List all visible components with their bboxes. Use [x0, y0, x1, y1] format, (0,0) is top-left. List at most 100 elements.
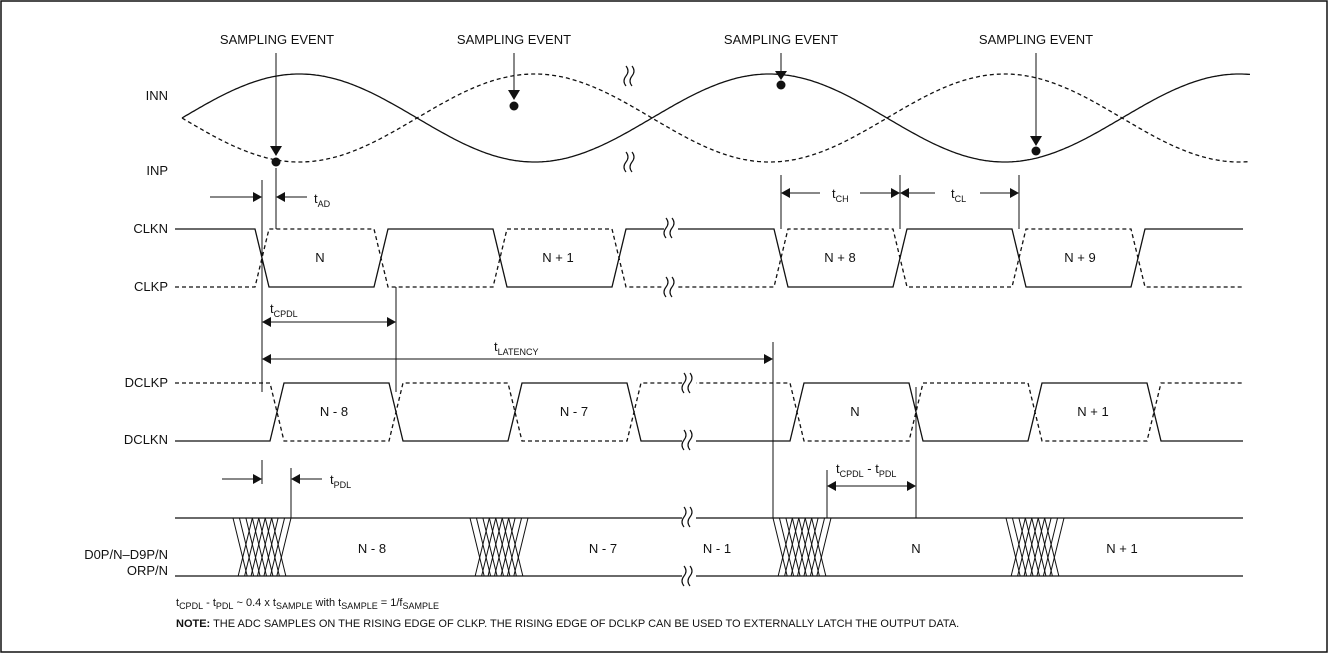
hatch-line [257, 517, 273, 577]
timing-formula-footnote: tCPDL - tPDL ~ 0.4 x tSAMPLE with tSAMPL… [176, 597, 439, 611]
hatch-line [481, 517, 497, 577]
dclk-cell: N [850, 404, 859, 419]
data-bus-waveform [175, 517, 1243, 577]
inn-break-mark [623, 65, 635, 87]
data-cell: N - 8 [358, 541, 386, 556]
hatch-line [1017, 517, 1033, 577]
hatch-line [232, 517, 248, 577]
sampling-dot [271, 157, 281, 167]
dclk-waveforms [175, 382, 1243, 442]
hatch-line [1042, 517, 1059, 577]
hatch-line [271, 517, 287, 577]
hatch-line [791, 517, 807, 577]
hatch-line [251, 517, 267, 577]
inn-label: INN [146, 88, 168, 103]
hatch-line [1010, 517, 1026, 577]
hatch-line [797, 517, 813, 577]
footnote-part: t [176, 597, 179, 609]
data-bus-label-line1: D0P/N–D9P/N [84, 547, 168, 562]
hatch-line [500, 517, 516, 577]
footnote-part: with t [312, 597, 341, 609]
data-cell: N [911, 541, 920, 556]
sampling-event-2: SAMPLING EVENT [457, 32, 571, 111]
dclk-cell: N - 8 [320, 404, 348, 419]
hatch-line [1030, 517, 1046, 577]
sampling-dot [776, 80, 786, 90]
inn-waveform [181, 73, 1251, 163]
clkn-waveform [175, 228, 1243, 288]
sampling-event-1: SAMPLING EVENT [220, 32, 334, 167]
hatch-line [487, 517, 503, 577]
hatch-line [258, 517, 274, 577]
hatch-line [475, 517, 492, 577]
hatch-line [778, 517, 795, 577]
clock-waveforms [175, 228, 1243, 288]
clock-cell: N + 9 [1064, 250, 1095, 265]
t-cpdl-minus-t-pdl-annotation: tCPDL - tPDL [826, 387, 917, 518]
t-cl-label: tCL [951, 186, 966, 204]
hatch-line [1018, 517, 1034, 577]
hatch-line [482, 517, 498, 577]
clkn-label: CLKN [133, 221, 168, 236]
t-pdl-annotation: tPDL [222, 460, 351, 518]
dclk-break-marks [681, 372, 696, 451]
sampling-dot [1031, 146, 1041, 156]
footnote-part: PDL [216, 601, 234, 611]
t-latency-label: tLATENCY [494, 339, 538, 357]
dclk-cell: N - 7 [560, 404, 588, 419]
t-cpdl-label: tCPDL [270, 301, 298, 319]
hatch-line [237, 517, 253, 577]
hatch-line [474, 517, 490, 577]
hatch-line [785, 517, 801, 577]
hatch-line [501, 517, 517, 577]
hatch-line [513, 517, 529, 577]
hatch-line [263, 517, 279, 577]
t-cpdl-minus-t-pdl-label: tCPDL - tPDL [836, 461, 896, 479]
clkp-label: CLKP [134, 279, 168, 294]
t-ch-label: tCH [832, 186, 849, 204]
hatch-line [244, 517, 260, 577]
sampling-event-3: SAMPLING EVENT [724, 32, 838, 90]
hatch-line [238, 517, 255, 577]
hatch-line [798, 517, 814, 577]
hatch-line [495, 517, 511, 577]
footnote-part: SAMPLE [402, 601, 439, 611]
hatch-line [790, 517, 806, 577]
hatch-line [1049, 517, 1065, 577]
footnote-part: - t [203, 597, 216, 609]
hatch-line [469, 517, 485, 577]
footnote-part: = 1/f [378, 597, 404, 609]
hatch-line [772, 517, 788, 577]
t-ad-annotation: tAD [210, 168, 331, 258]
inp-break-mark [623, 151, 635, 173]
dclkn-label: DCLKN [124, 432, 168, 447]
dclk-cell: N + 1 [1077, 404, 1108, 419]
footnote-part: CPDL [179, 601, 203, 611]
hatch-line [1005, 517, 1021, 577]
input-waveforms [181, 73, 1251, 163]
hatch-line [494, 517, 510, 577]
note-label: NOTE: [176, 618, 210, 630]
hatch-line [269, 517, 286, 577]
hatch-line [250, 517, 266, 577]
hatch-line [784, 517, 800, 577]
data-cell: N - 1 [703, 541, 731, 556]
clock-cell: N [315, 250, 324, 265]
t-ad-label: tAD [314, 191, 331, 209]
hatch-line [804, 517, 820, 577]
t-ch-t-cl-annotation: tCH tCL [780, 175, 1020, 229]
hatch-line [1037, 517, 1053, 577]
hatch-line [809, 517, 826, 577]
clkp-waveform [175, 228, 1243, 288]
data-bus-label-line2: ORP/N [127, 563, 168, 578]
hatch-line [811, 517, 827, 577]
sampling-event-label: SAMPLING EVENT [724, 32, 838, 47]
sampling-dot [509, 101, 519, 111]
sampling-event-label: SAMPLING EVENT [979, 32, 1093, 47]
footnote-part: SAMPLE [276, 601, 313, 611]
hatch-line [508, 517, 524, 577]
hatch-line [1024, 517, 1040, 577]
note-body: THE ADC SAMPLES ON THE RISING EDGE OF CL… [210, 618, 959, 630]
